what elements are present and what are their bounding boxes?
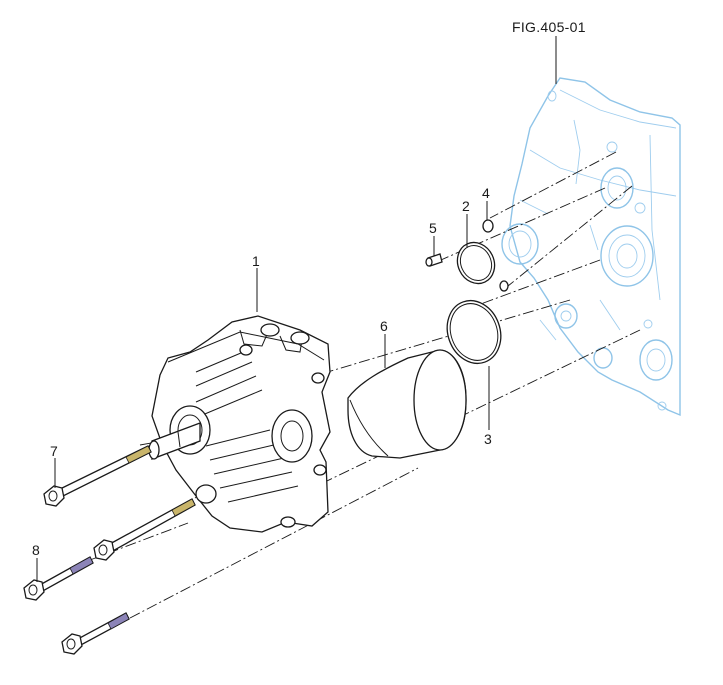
part-8-bolt-lower: [61, 612, 130, 655]
part-4-small-ring: [482, 219, 509, 292]
part-8-bolt-short: [23, 556, 94, 601]
callout-1: 1: [252, 253, 260, 269]
part-5-dowel-pin: [425, 253, 443, 267]
part-7-bolt-mid: [93, 498, 196, 561]
part-2-small-o-ring: [456, 241, 496, 285]
figure-reference-label: FIG.405-01: [512, 19, 586, 35]
callout-2: 2: [462, 198, 470, 214]
callout-3: 3: [484, 431, 492, 447]
leader-lines: [36, 36, 557, 582]
callout-6: 6: [380, 318, 388, 334]
part-7-bolt-long: [43, 445, 152, 507]
part-6-filter: [347, 349, 467, 459]
callout-4: 4: [482, 185, 490, 201]
callout-8: 8: [32, 542, 40, 558]
callout-7: 7: [50, 443, 58, 459]
callout-5: 5: [429, 220, 437, 236]
part-3-large-o-ring: [446, 299, 502, 365]
reference-housing-fig-405-01: [501, 77, 681, 417]
part-1-gear-housing: [148, 315, 331, 533]
